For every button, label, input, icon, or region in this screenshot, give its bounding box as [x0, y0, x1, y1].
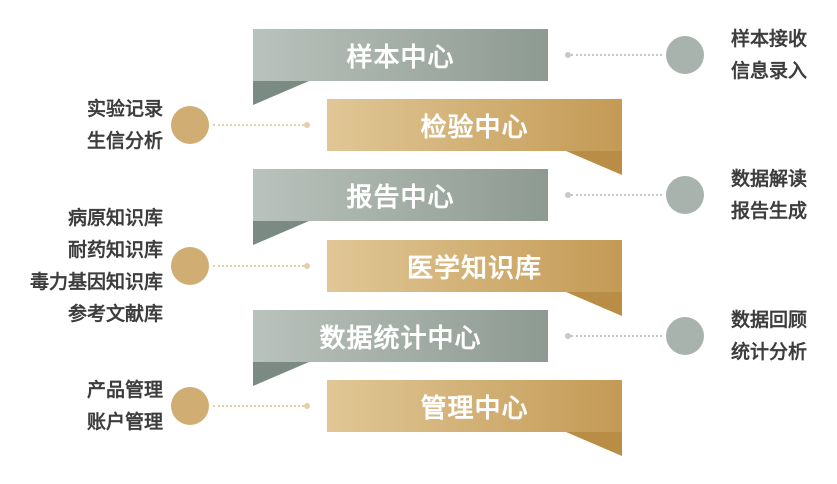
bullet-dot: [666, 36, 704, 74]
center-title: 管理中心: [420, 393, 529, 424]
center-banner: 数据统计中心: [253, 310, 548, 362]
feature-label: 统计分析: [731, 341, 808, 363]
feature-label: 报告生成: [731, 200, 808, 222]
connector-end: [565, 52, 571, 58]
center-banner: 样本中心: [253, 29, 548, 81]
feature-label: 病原知识库: [67, 207, 163, 229]
banner-fold: [566, 292, 622, 316]
connector-line: [571, 335, 662, 337]
bullet-dot: [666, 317, 704, 355]
center-banner: 医学知识库: [327, 240, 622, 292]
center-title: 医学知识库: [406, 253, 542, 284]
feature-label: 耐药知识库: [67, 239, 163, 261]
connector-end: [304, 403, 310, 409]
feature-label: 毒力基因知识库: [29, 271, 163, 293]
banner-fold: [566, 432, 622, 456]
banner-fold: [253, 362, 309, 386]
connector-line: [571, 194, 662, 196]
connector-end: [565, 192, 571, 198]
connector-end: [304, 263, 310, 269]
connector-line: [213, 265, 304, 267]
banner-fold: [253, 221, 309, 245]
feature-label: 产品管理: [86, 379, 163, 401]
bullet-dot: [666, 176, 704, 214]
feature-label: 信息录入: [731, 60, 808, 82]
feature-label: 生信分析: [86, 130, 163, 152]
banner-fold: [566, 151, 622, 175]
connector-end: [304, 122, 310, 128]
center-title: 数据统计中心: [319, 323, 482, 354]
center-banner: 管理中心: [327, 380, 622, 432]
bullet-dot: [171, 247, 209, 285]
feature-label: 数据解读: [731, 168, 808, 190]
center-title: 检验中心: [420, 112, 529, 143]
feature-label: 参考文献库: [67, 303, 163, 325]
center-title: 报告中心: [346, 182, 455, 213]
center-banner: 检验中心: [327, 99, 622, 151]
banner-fold: [253, 81, 309, 105]
connector-line: [571, 54, 662, 56]
bullet-dot: [171, 106, 209, 144]
feature-label: 实验记录: [86, 98, 163, 120]
center-title: 样本中心: [346, 42, 455, 73]
bullet-dot: [171, 387, 209, 425]
feature-label: 样本接收: [731, 28, 808, 50]
connector-end: [565, 333, 571, 339]
connector-line: [213, 405, 304, 407]
feature-label: 账户管理: [86, 411, 163, 433]
connector-line: [213, 124, 304, 126]
feature-label: 数据回顾: [731, 309, 808, 331]
center-banner: 报告中心: [253, 169, 548, 221]
